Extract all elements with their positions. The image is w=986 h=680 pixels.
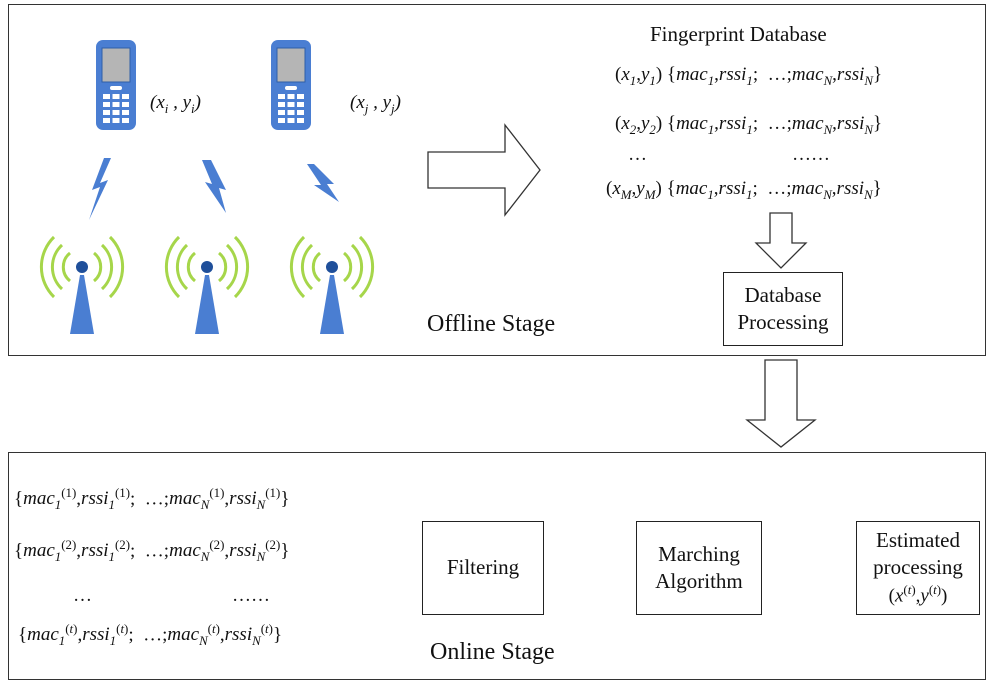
filtering-box: Filtering xyxy=(422,521,544,615)
estimated-processing-box: Estimated processing (x(t),y(t)) xyxy=(856,521,980,615)
hollow-arrow-icon xyxy=(754,212,808,269)
mobile-phone-icon xyxy=(95,39,137,131)
matching-algorithm-label: Marching Algorithm xyxy=(655,541,743,593)
database-processing-box: Database Processing xyxy=(723,272,843,346)
measurement-row-ellipsis: … xyxy=(73,585,92,606)
measurement-row-ellipsis: …… xyxy=(232,585,270,606)
hollow-arrow-icon xyxy=(745,359,817,448)
wifi-antenna-icon xyxy=(39,235,125,336)
phone1-coordinate: (xi , yi) xyxy=(150,92,201,116)
hollow-arrow-icon xyxy=(427,123,541,217)
database-row: (x1,y1) {mac1,rssi1; …;macN,rssiN} xyxy=(615,64,883,88)
measurement-row: {mac1(1),rssi1(1); …;macN(1),rssiN(1)} xyxy=(14,485,290,513)
lightning-signal-icon xyxy=(307,164,339,202)
wifi-antenna-icon xyxy=(289,235,375,336)
database-row-ellipsis: … xyxy=(628,144,647,165)
fingerprint-database-title: Fingerprint Database xyxy=(650,22,827,46)
wifi-antenna-icon xyxy=(164,235,250,336)
filtering-label: Filtering xyxy=(446,555,520,580)
database-row: (xM,yM) {mac1,rssi1; …;macN,rssiN} xyxy=(606,178,882,202)
online-stage-label: Online Stage xyxy=(430,639,555,665)
database-row-ellipsis: …… xyxy=(792,144,830,165)
measurement-row: {mac1(t),rssi1(t); …;macN(t),rssiN(t)} xyxy=(18,621,283,649)
mobile-phone-icon xyxy=(270,39,312,131)
matching-algorithm-box: Marching Algorithm xyxy=(636,521,762,615)
estimated-processing-label: Estimated processing xyxy=(873,528,963,580)
phone2-coordinate: (xj , yj) xyxy=(350,92,401,116)
estimated-coordinate: (x(t),y(t)) xyxy=(888,581,948,607)
lightning-signal-icon xyxy=(202,160,226,213)
lightning-signal-icon xyxy=(89,158,111,220)
measurement-row: {mac1(2),rssi1(2); …;macN(2),rssiN(2)} xyxy=(14,537,290,565)
database-processing-label: Database Processing xyxy=(737,282,829,334)
offline-stage-label: Offline Stage xyxy=(427,311,556,337)
database-row: (x2,y2) {mac1,rssi1; …;macN,rssiN} xyxy=(615,113,883,137)
